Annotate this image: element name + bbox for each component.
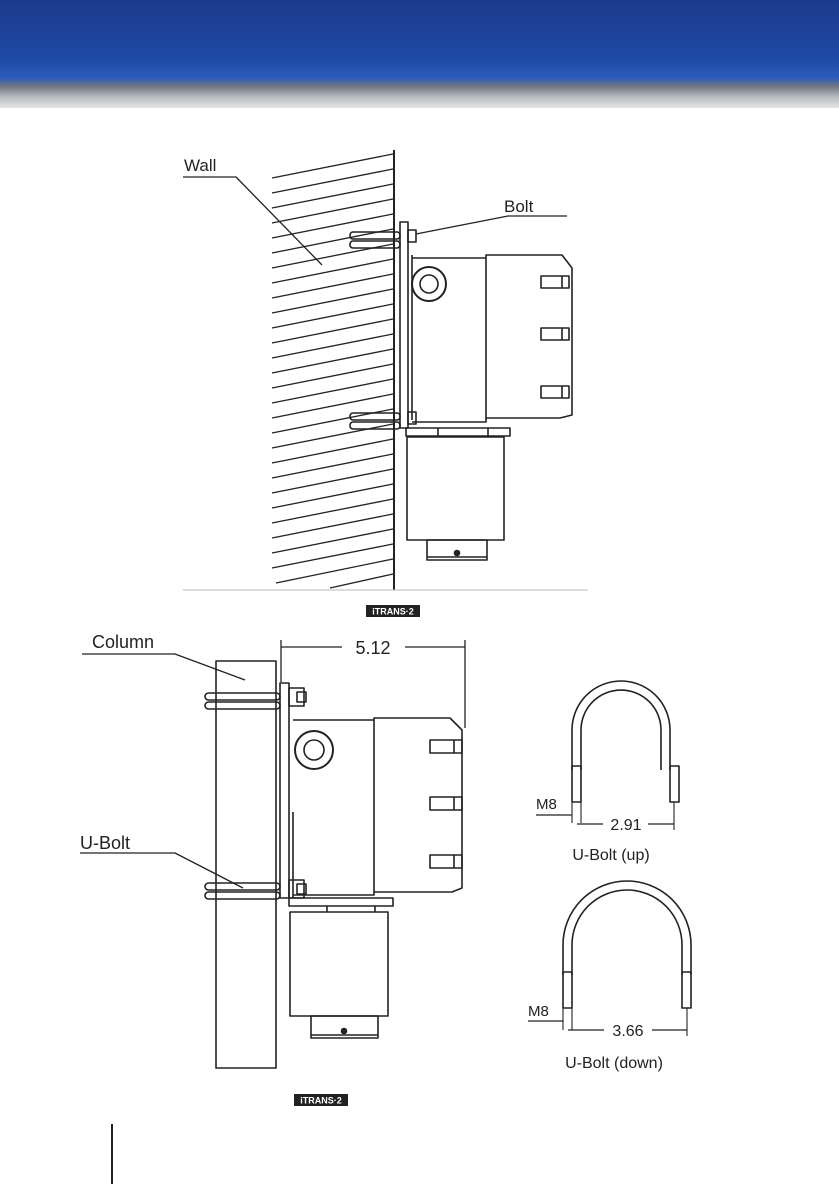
bolt-label: Bolt <box>504 197 534 216</box>
width-dimension-value: 5.12 <box>355 638 390 658</box>
wall-bracket <box>400 222 408 428</box>
ubolt-down-thread-label: M8 <box>528 1003 549 1020</box>
side-fittings <box>541 276 569 398</box>
column-cable-gland <box>295 731 333 769</box>
svg-text:iTRANS·2: iTRANS·2 <box>372 607 414 617</box>
column-mount-figure <box>80 640 465 1068</box>
column-bracket <box>280 683 289 898</box>
svg-text:iTRANS·2: iTRANS·2 <box>300 1096 342 1106</box>
wall-bolt-upper <box>350 230 416 248</box>
column-sensor-body <box>290 912 388 1016</box>
cable-gland <box>412 267 446 301</box>
ubolt-up-detail <box>536 681 679 830</box>
column-ubolt-lower <box>205 880 306 899</box>
ubolt-label: U-Bolt <box>80 833 130 853</box>
wall-leader <box>183 177 322 265</box>
footer-rule <box>111 1124 113 1184</box>
column-label: Column <box>92 632 154 652</box>
column-side-fittings <box>430 740 462 868</box>
brand-logo-bottom: iTRANS·2 <box>294 1094 348 1106</box>
transmitter-housing <box>412 255 572 422</box>
ubolt-up-caption: U-Bolt (up) <box>572 847 649 864</box>
ubolt-down-caption: U-Bolt (down) <box>565 1055 663 1072</box>
ubolt-down-detail <box>528 881 691 1036</box>
ubolt-down-width-value: 3.66 <box>612 1023 643 1040</box>
ubolt-up-thread-label: M8 <box>536 796 557 813</box>
column-leader <box>82 654 245 680</box>
wall-label: Wall <box>184 156 216 175</box>
wall-mount-figure <box>183 150 588 590</box>
bolt-leader <box>416 216 567 234</box>
column-ubolt-upper <box>205 688 306 709</box>
brand-logo-top: iTRANS·2 <box>366 605 420 617</box>
sensor-body <box>407 437 504 540</box>
wall-hatching <box>272 154 393 588</box>
ubolt-up-width-value: 2.91 <box>610 817 641 834</box>
column <box>216 661 276 1068</box>
